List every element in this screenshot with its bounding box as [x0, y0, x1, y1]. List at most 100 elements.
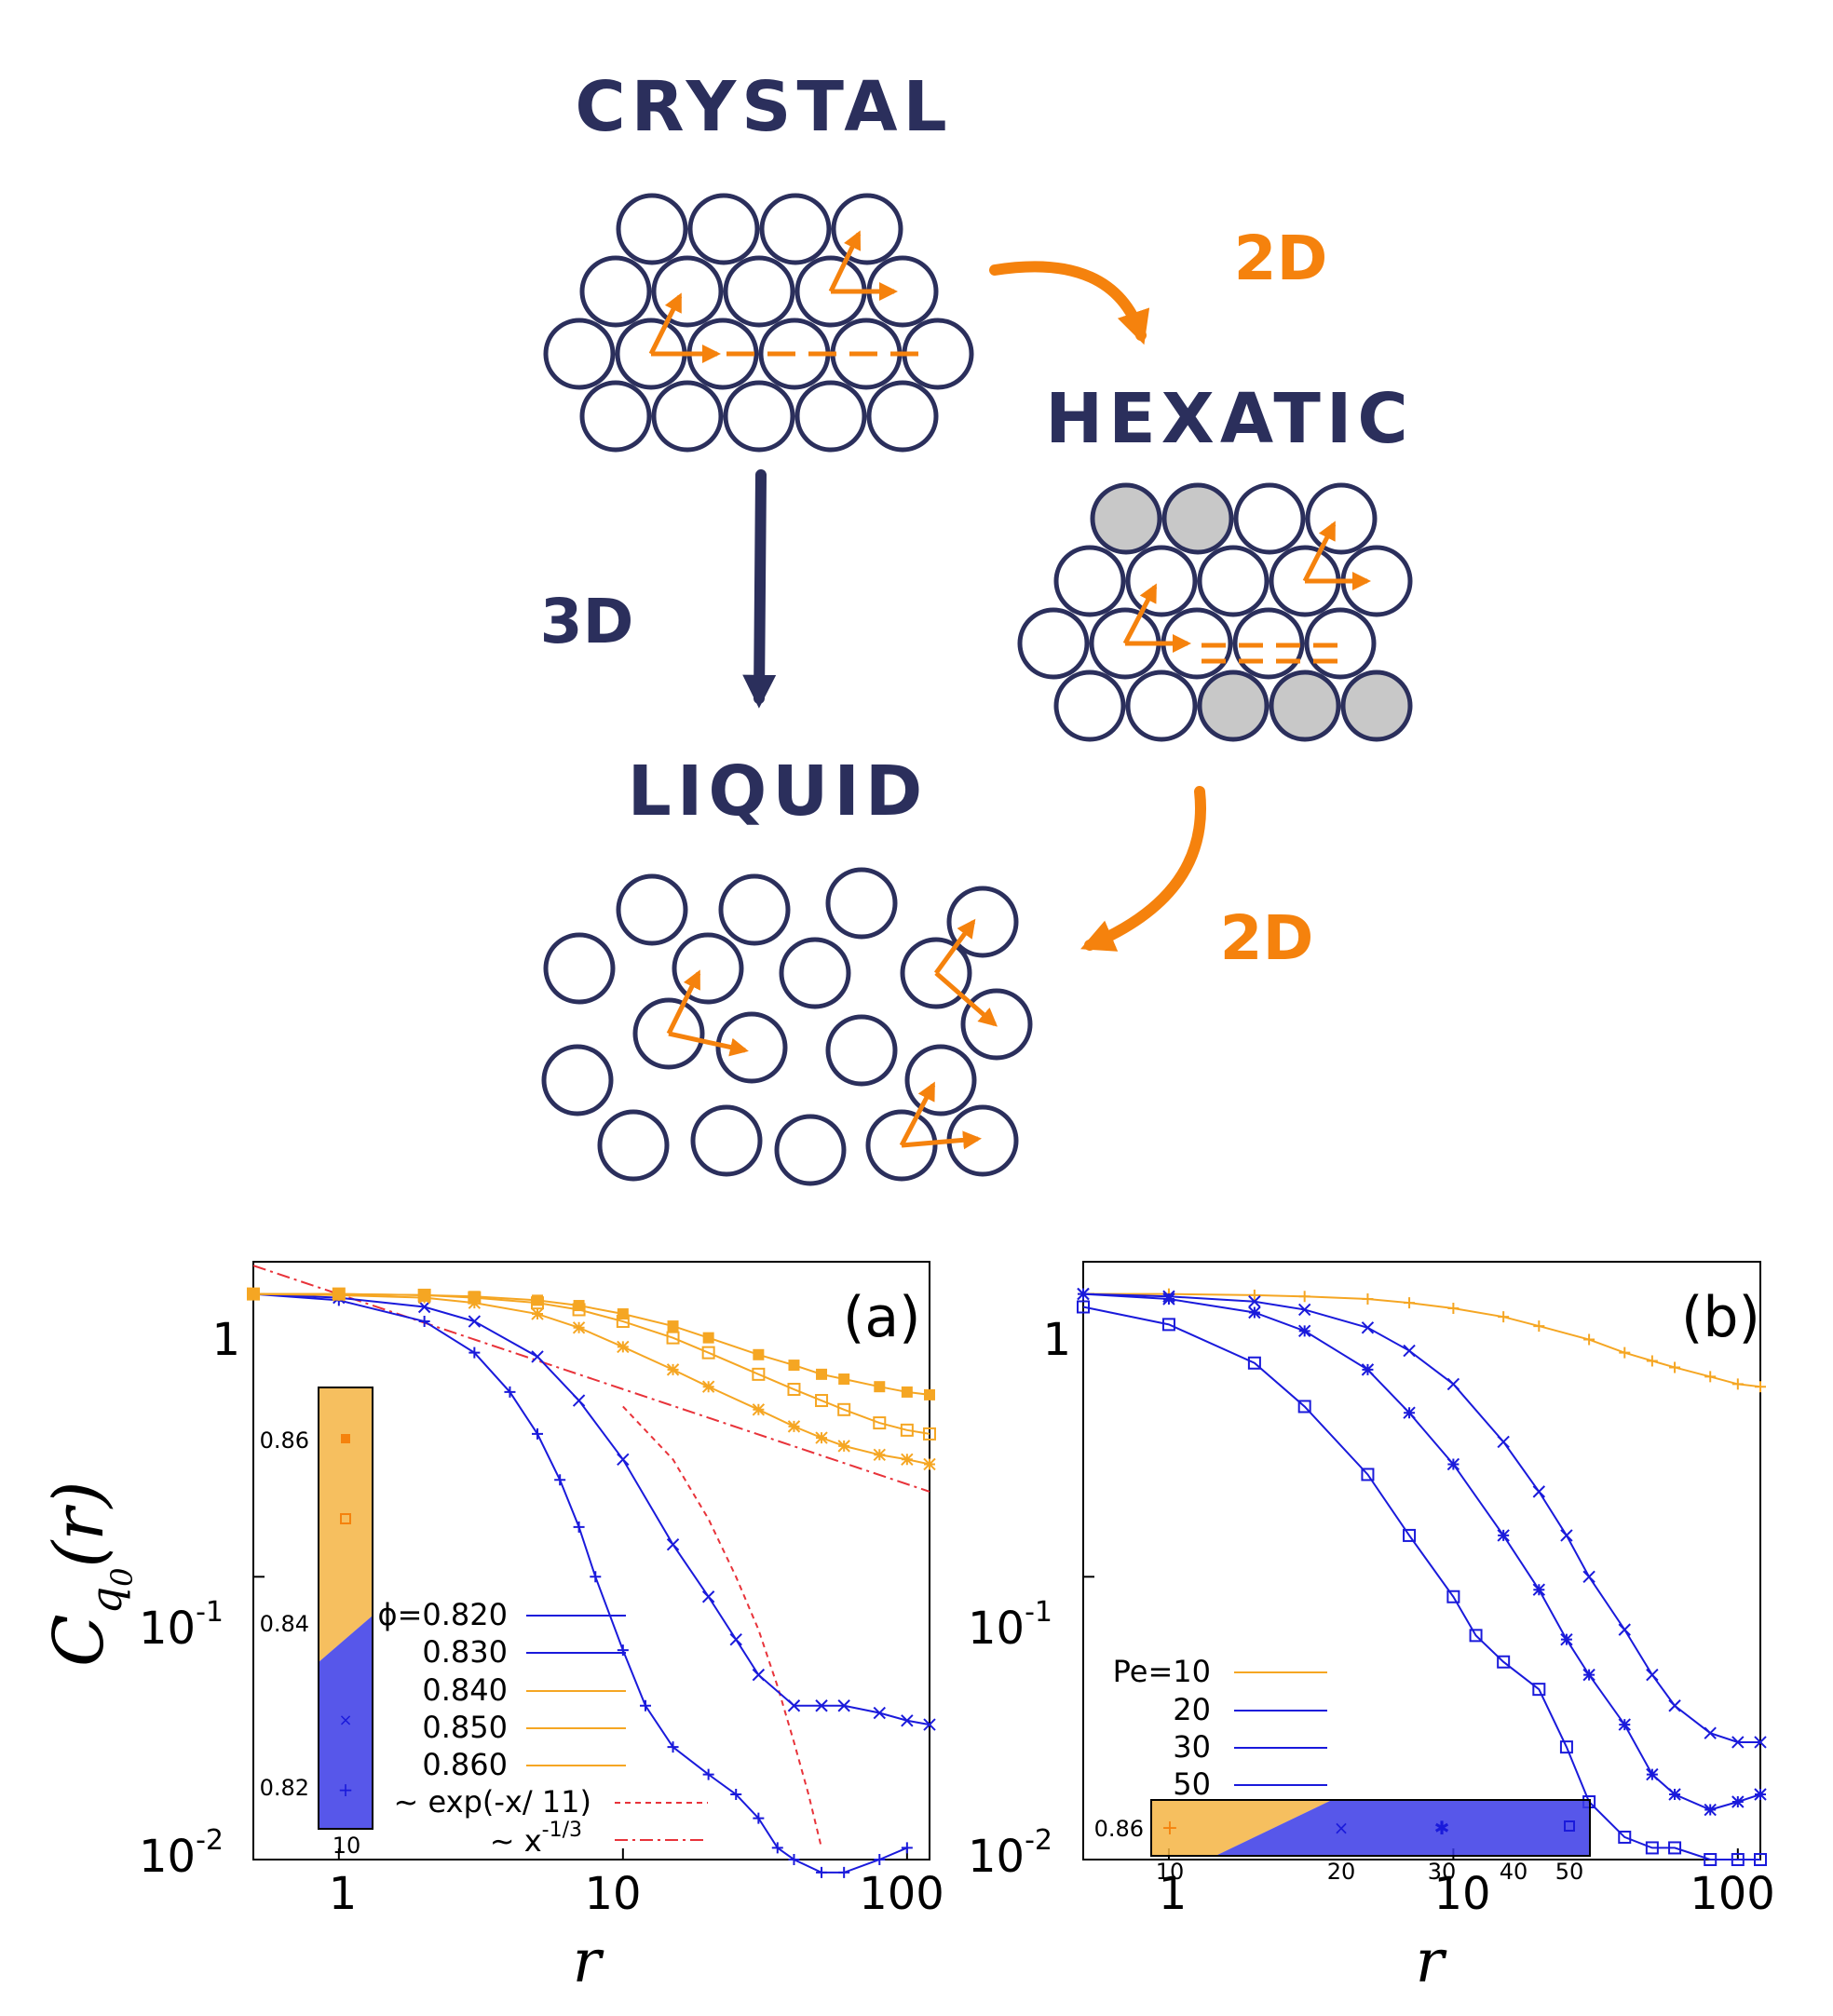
panel-b-inset: 0.86 10 20 30 40 50 + × ✱: [1094, 1799, 1591, 1885]
inset-a-ytick-082: 0.82: [260, 1775, 309, 1801]
a-point-s0-16: [788, 1854, 800, 1865]
crystal-to-liquid-arrow: [742, 469, 777, 709]
a-point-s4-4: [532, 1294, 544, 1306]
crystal-particles: [543, 193, 974, 453]
a-point-s1-15: [901, 1714, 914, 1727]
a-point-s4-5: [573, 1300, 585, 1312]
a-point-s0-13: [730, 1789, 742, 1801]
phase-diagram: CRYSTAL HEXATIC LIQUID 2D 2D 3D: [540, 67, 1413, 1186]
a-point-s0-10: [639, 1699, 651, 1712]
b-point-s2-3: [1297, 1324, 1311, 1338]
inset-a-xtick-10: 10: [333, 1833, 361, 1859]
a-point-s3-12: [837, 1402, 851, 1416]
hexatic-bond-arrows: [1122, 521, 1371, 664]
a-point-s3-14: [900, 1423, 914, 1437]
inset-a-blue-region: [319, 1616, 373, 1829]
a-point-s3-13: [873, 1416, 887, 1430]
b-point-s1-10: [1582, 1570, 1595, 1584]
b-point-s3-9: [1532, 1683, 1546, 1697]
panel-a-legend: ϕ=0.820 0.830 0.840 0.850 0.860 ~ exp(-x…: [377, 1597, 708, 1859]
a-point-s1-4: [531, 1350, 544, 1363]
panel-a-frame: [252, 1261, 930, 1860]
b-point-s3-13: [1645, 1841, 1659, 1855]
b-point-s3-8: [1497, 1655, 1511, 1669]
legend-b-pe30: 30: [1173, 1729, 1211, 1765]
a-point-s0-18: [838, 1866, 850, 1878]
a-point-s0-5: [532, 1427, 544, 1440]
legend-a-0830: 0.830: [422, 1634, 508, 1670]
legend-a-exp-fit: ~ exp(-x/ 11): [394, 1784, 591, 1820]
b-point-s3-3: [1297, 1400, 1311, 1414]
a-point-s2-4: [531, 1307, 544, 1320]
b-point-s1-4: [1361, 1321, 1375, 1334]
a-point-s0-19: [874, 1854, 886, 1865]
b-point-s3-4: [1361, 1468, 1375, 1482]
b-point-s3-10: [1559, 1740, 1573, 1754]
b-series-line-0: [1083, 1292, 1761, 1388]
b-point-s1-5: [1403, 1344, 1416, 1358]
inset-a-ytick-086: 0.86: [260, 1427, 309, 1454]
a-point-s2-9: [752, 1403, 766, 1416]
b-point-s2-15: [1731, 1795, 1745, 1808]
legend-a-0840: 0.840: [422, 1672, 508, 1708]
inset-a-marker-0830: ×: [338, 1711, 352, 1730]
b-point-s2-13: [1668, 1788, 1681, 1801]
b-point-s0-12: [1669, 1361, 1681, 1373]
inset-b-xtick-10: 10: [1156, 1859, 1185, 1885]
dim-2d-top-label: 2D: [1234, 223, 1328, 294]
b-xaxis-label: r: [1416, 1928, 1447, 1996]
b-point-s2-9: [1560, 1632, 1573, 1646]
b-point-s1-14: [1704, 1726, 1717, 1739]
b-xtick-1: 1: [1159, 1868, 1188, 1920]
a-point-s4-2: [418, 1289, 430, 1301]
b-point-s1-6: [1446, 1377, 1460, 1391]
a-ytick-0.1: 10-1: [139, 1596, 224, 1655]
a-point-s0-3: [468, 1346, 481, 1359]
a-point-s0-11: [667, 1741, 679, 1753]
b-point-s0-3: [1298, 1291, 1310, 1303]
inset-b-marker-pe50: [1564, 1820, 1575, 1832]
a-point-s2-14: [901, 1453, 914, 1466]
b-point-s3-16: [1731, 1853, 1745, 1866]
legend-a-0860: 0.860: [422, 1747, 508, 1782]
b-point-s1-8: [1532, 1485, 1546, 1498]
crystal-to-hexatic-arrow: [989, 261, 1150, 345]
y-axis-label: Cq0(r): [39, 1481, 140, 1667]
a-ytick-0.01: 10-2: [139, 1824, 224, 1883]
a-point-s4-3: [468, 1291, 481, 1303]
inset-b-marker-pe20: ×: [1334, 1817, 1350, 1839]
b-xtick-100: 100: [1690, 1868, 1775, 1920]
a-point-s4-15: [924, 1388, 935, 1400]
b-point-s3-5: [1403, 1528, 1417, 1542]
b-point-s1-12: [1646, 1668, 1659, 1682]
inset-a-marker-0860: [341, 1434, 350, 1443]
a-point-s3-9: [752, 1367, 766, 1381]
b-point-s1-11: [1618, 1623, 1631, 1636]
a-point-s0-6: [554, 1474, 566, 1486]
b-point-s0-9: [1583, 1333, 1595, 1346]
b-ytick-0.01: 10-2: [968, 1824, 1052, 1883]
legend-a-phi: ϕ=0.820: [377, 1597, 508, 1632]
a-xtick-1: 1: [329, 1868, 358, 1920]
legend-b-pe10: Pe=10: [1113, 1654, 1211, 1689]
a-point-s3-7: [666, 1331, 680, 1345]
b-point-s2-6: [1446, 1457, 1460, 1471]
b-point-s3-14: [1668, 1841, 1682, 1855]
a-point-s1-13: [837, 1699, 850, 1712]
b-point-s1-3: [1297, 1303, 1311, 1317]
b-point-s0-13: [1704, 1371, 1717, 1383]
b-point-s2-11: [1618, 1718, 1631, 1731]
hexatic-particles: [1017, 482, 1413, 742]
a-point-s1-6: [617, 1453, 630, 1466]
a-point-s1-10: [752, 1668, 766, 1682]
b-point-s1-2: [1248, 1295, 1261, 1308]
b-point-s2-10: [1582, 1668, 1595, 1682]
dim-3d-label: 3D: [540, 586, 634, 657]
b-point-s0-8: [1533, 1320, 1545, 1333]
b-point-s2-4: [1361, 1363, 1375, 1376]
b-point-s0-14: [1731, 1378, 1744, 1390]
inset-b-marker-pe10: +: [1161, 1817, 1178, 1840]
crystal-bond-arrows: [648, 230, 922, 363]
a-point-s4-14: [901, 1386, 913, 1398]
panel-b-label: (b): [1681, 1285, 1760, 1350]
